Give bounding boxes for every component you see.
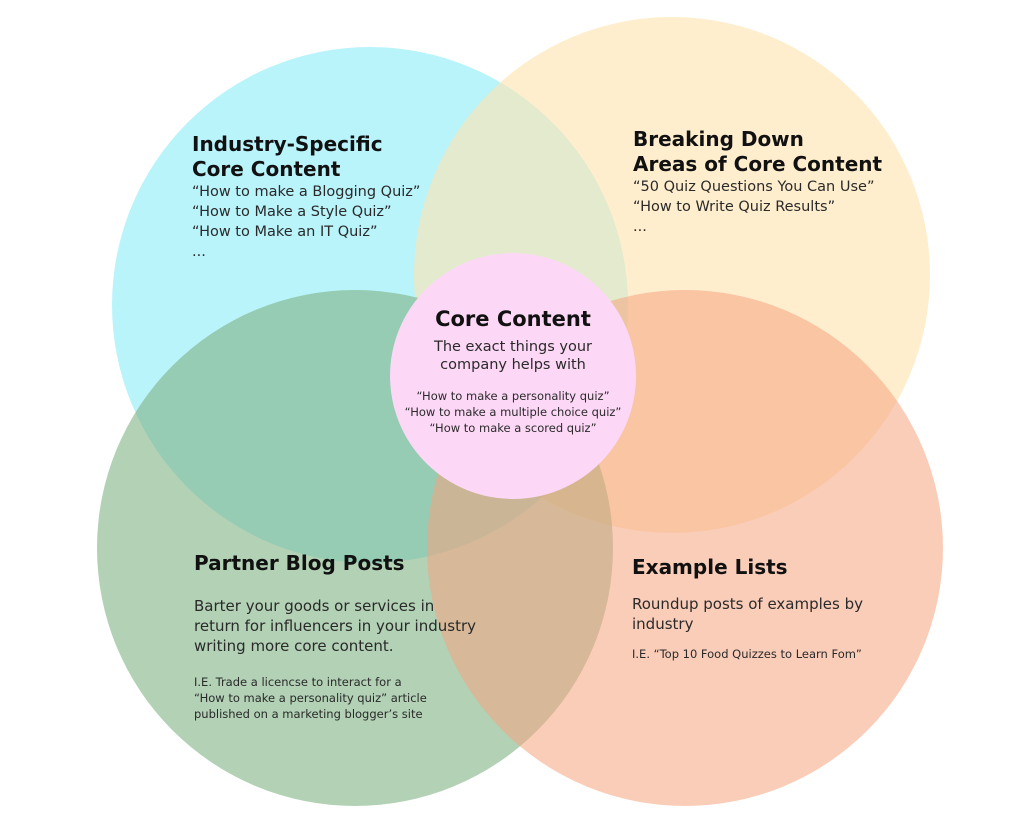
partner-title: Partner Blog Posts (194, 551, 405, 575)
core-example: “How to make a multiple choice quiz” (404, 405, 622, 419)
example-lists-section: Example Lists Roundup posts of examples … (632, 555, 882, 662)
industry-example: “How to Make a Style Quiz” (192, 204, 392, 220)
breakdown-title: Breaking Down Areas of Core Content (633, 127, 883, 176)
industry-section: Industry-Specific Core Content “How to m… (192, 132, 452, 262)
industry-example: “How to Make an IT Quiz” (192, 224, 378, 240)
industry-title: Industry-Specific Core Content (192, 132, 383, 181)
breakdown-section: Breaking Down Areas of Core Content “50 … (633, 127, 933, 237)
core-description: The exact things your company helps with (433, 339, 593, 373)
core-example: “How to make a personality quiz” (416, 389, 610, 403)
partner-section: Partner Blog Posts Barter your goods or … (194, 551, 484, 722)
example-lists-description: Roundup posts of examples by industry (632, 595, 864, 633)
industry-example: ... (192, 244, 206, 260)
core-content-circle (390, 253, 636, 499)
partner-description: Barter your goods or services in return … (194, 597, 476, 655)
core-title: Core Content (435, 307, 591, 331)
breakdown-example: “How to Write Quiz Results” (633, 199, 836, 215)
breakdown-example: ... (633, 219, 647, 235)
partner-note: I.E. Trade a licencse to interact for a … (194, 675, 427, 721)
breakdown-example: “50 Quiz Questions You Can Use” (633, 179, 875, 195)
example-lists-note: I.E. “Top 10 Food Quizzes to Learn Fom” (632, 647, 862, 661)
core-section: Core Content The exact things your compa… (393, 307, 633, 436)
industry-example: “How to make a Blogging Quiz” (192, 184, 421, 200)
core-example: “How to make a scored quiz” (429, 421, 597, 435)
example-lists-title: Example Lists (632, 555, 788, 579)
